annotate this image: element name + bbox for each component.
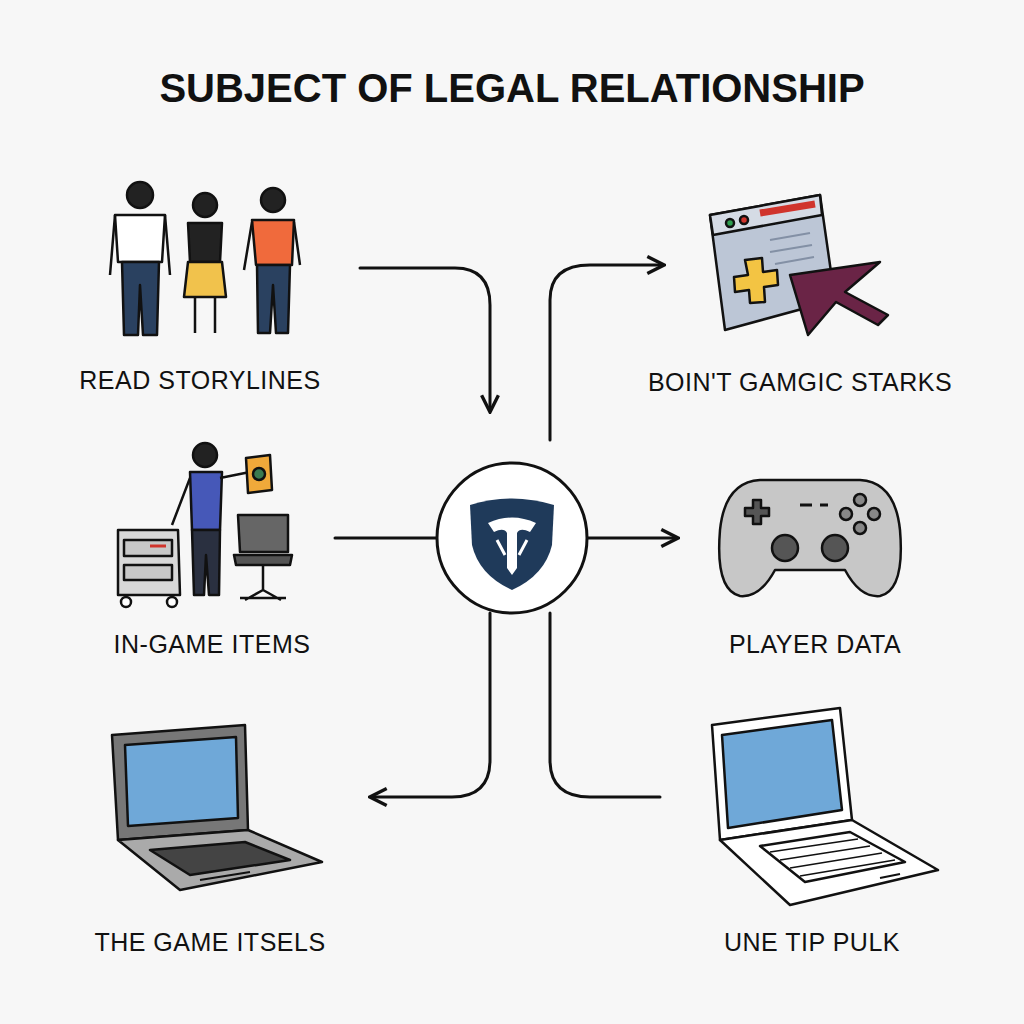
- icon-label: READ STORYLINES: [79, 366, 320, 395]
- people-icon: [110, 182, 300, 335]
- label-text: UNE TIP PULK: [724, 928, 900, 957]
- laptop-icon: [112, 725, 322, 890]
- icon-label: BOIN'T GAMGIC STARKS: [648, 368, 952, 397]
- laptop-icon: [712, 708, 938, 905]
- label-text: BOIN'T GAMGIC STARKS: [648, 368, 952, 397]
- icon-label: UNE TIP PULK: [724, 928, 900, 957]
- game-controller-icon: [719, 480, 901, 596]
- connector-lines: [335, 265, 676, 797]
- label-text: THE GAME ITSELS: [94, 928, 325, 957]
- central-emblem: [437, 463, 587, 613]
- icon-label: PLAYER DATA: [729, 630, 901, 659]
- label-text: IN-GAME ITEMS: [114, 630, 311, 659]
- diagram-title: SUBJECT OF LEGAL RELATIONSHIP: [0, 66, 1024, 111]
- icon-label: THE GAME ITSELS: [94, 928, 325, 957]
- in-game-items-icon: [118, 443, 292, 607]
- icon-label: IN-GAME ITEMS: [114, 630, 311, 659]
- label-text: PLAYER DATA: [729, 630, 901, 659]
- browser-window-icon: [710, 195, 888, 335]
- label-text: READ STORYLINES: [79, 366, 320, 395]
- title-text: SUBJECT OF LEGAL RELATIONSHIP: [159, 66, 864, 110]
